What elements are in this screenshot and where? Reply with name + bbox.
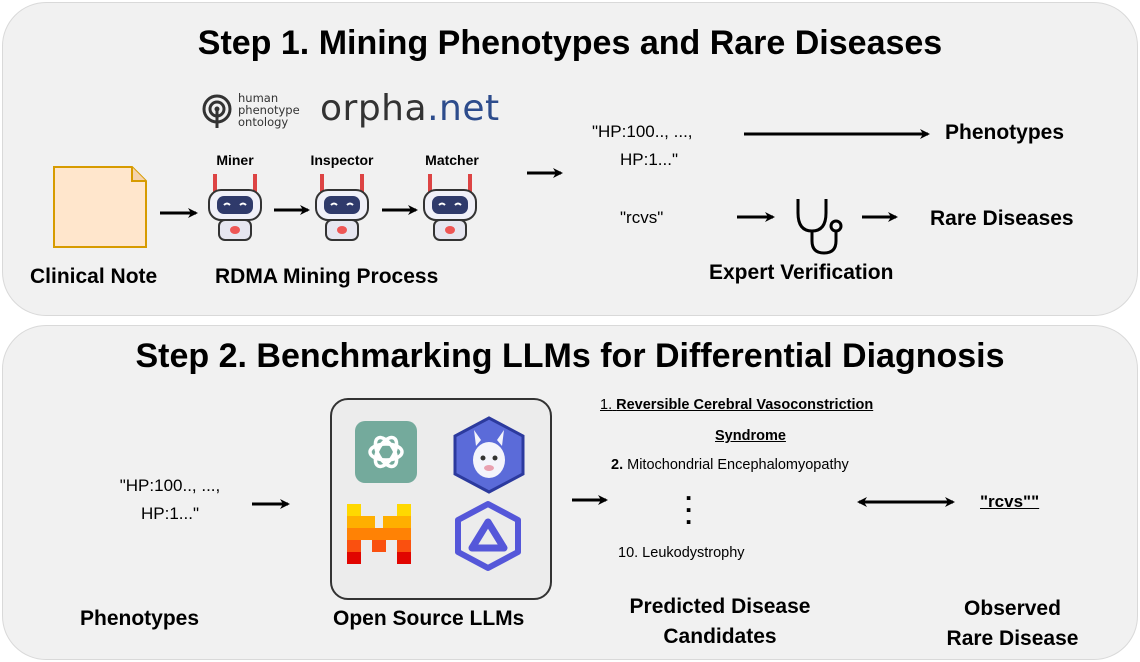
open-source-llms-label: Open Source LLMs — [333, 607, 525, 630]
predicted-label-line1: Predicted Disease — [629, 595, 811, 618]
output-phenotypes-label: Phenotypes — [945, 121, 1065, 144]
clinical-note-icon — [53, 166, 147, 248]
step2-phenotypes-label: Phenotypes — [80, 607, 200, 630]
robot-matcher-icon — [423, 174, 477, 241]
observed-label-line1: Observed — [964, 597, 1061, 620]
arrow-to-rare-diseases — [862, 212, 898, 222]
step1-panel — [2, 2, 1138, 316]
candidate-2: 2. Mitochondrial Encephalomyopathy — [611, 457, 849, 473]
rdma-process-label: RDMA Mining Process — [215, 265, 439, 288]
robot-miner-icon — [208, 174, 262, 241]
step2-hp-codes-line2: HP:1..." — [141, 504, 199, 523]
agent-label-inspector: Inspector — [310, 152, 374, 168]
step2-title: Step 2. Benchmarking LLMs for Differenti… — [135, 337, 1005, 375]
observed-rcvs-code: "rcvs"" — [980, 492, 1040, 511]
robot-inspector-icon — [315, 174, 369, 241]
orphanet-logo-text: orpha — [320, 88, 428, 129]
hpo-logo: human phenotype ontology — [200, 92, 315, 134]
stethoscope-icon — [796, 199, 843, 255]
arrow-to-expert — [737, 212, 775, 222]
observed-label-line2: Rare Disease — [946, 627, 1079, 650]
candidate-2-name: Mitochondrial Encephalomyopathy — [627, 457, 849, 473]
candidate-1-name-line2: Syndrome — [715, 428, 786, 444]
hp-codes-line2: HP:1..." — [620, 150, 678, 169]
candidate-1-number: 1. — [600, 397, 613, 413]
orphanet-logo-accent: .net — [427, 88, 500, 129]
step2-panel — [2, 325, 1138, 660]
qwen-icon — [455, 501, 521, 571]
agent-label-matcher: Matcher — [425, 152, 479, 168]
candidate-1-name-line1: Reversible Cerebral Vasoconstriction — [616, 397, 874, 413]
hpo-text-line: ontology — [238, 115, 289, 129]
arrow-llms-to-candidates — [572, 495, 608, 505]
arrow-note-to-miner — [160, 208, 198, 218]
llama-icon — [453, 416, 525, 494]
rcvs-code: "rcvs" — [620, 208, 664, 227]
predicted-label-line2: Candidates — [663, 625, 777, 648]
arrow-inspector-to-matcher — [382, 205, 418, 215]
candidate-1: 1. Reversible Cerebral Vasoconstriction — [600, 397, 873, 413]
step2-hp-codes-line1: "HP:100.., ..., — [119, 476, 221, 495]
hpo-icon — [202, 94, 232, 128]
arrow-process-to-outputs — [527, 168, 563, 178]
candidate-10: 10. Leukodystrophy — [618, 545, 745, 561]
arrow-miner-to-inspector — [274, 205, 310, 215]
bidirectional-arrow — [857, 497, 955, 507]
agent-label-miner: Miner — [216, 152, 254, 168]
openai-icon — [355, 421, 417, 483]
expert-verification-label: Expert Verification — [709, 261, 894, 284]
mistral-icon — [347, 504, 411, 564]
step1-title: Step 1. Mining Phenotypes and Rare Disea… — [197, 24, 943, 62]
clinical-note-label: Clinical Note — [30, 265, 158, 288]
hpo-text-line: phenotype — [238, 103, 300, 117]
candidate-ellipsis: . . . — [685, 476, 693, 530]
output-rare-diseases-label: Rare Diseases — [930, 207, 1074, 230]
orphanet-logo: orpha.net — [320, 88, 500, 129]
candidate-2-number: 2. — [611, 457, 624, 473]
arrow-phenotypes-to-llms — [252, 499, 290, 509]
hp-codes-line1: "HP:100.., ..., — [592, 122, 693, 141]
arrow-to-phenotypes — [744, 129, 930, 139]
hpo-text-line: human — [238, 91, 279, 105]
